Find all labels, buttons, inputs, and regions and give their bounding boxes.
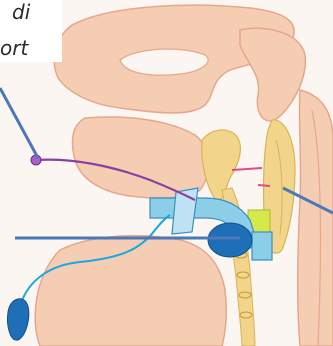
caption-line-1: di [12, 2, 30, 22]
tube-outlet [252, 232, 272, 260]
caption-line-2: ort [0, 38, 28, 58]
pink-mark-2 [258, 185, 270, 186]
lower-neck-shape [35, 236, 226, 346]
nasal-opening [120, 49, 208, 75]
tube-cuff [208, 223, 252, 257]
